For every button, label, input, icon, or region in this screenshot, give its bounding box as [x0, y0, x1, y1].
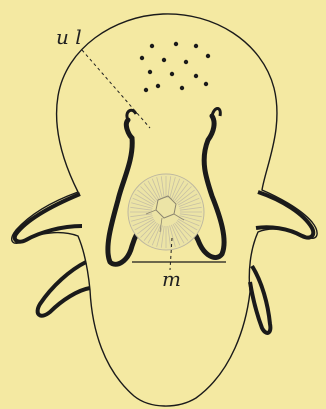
radiating-gland	[128, 174, 204, 250]
ul-leader-line	[82, 50, 150, 128]
left-hook	[127, 110, 136, 120]
label-m: m	[162, 267, 181, 291]
lower-right-lobe	[250, 266, 270, 333]
lower-left-lobe	[38, 262, 90, 316]
right-hook	[212, 109, 220, 117]
label-ul: u l	[56, 25, 82, 49]
eye-spots	[140, 42, 210, 92]
